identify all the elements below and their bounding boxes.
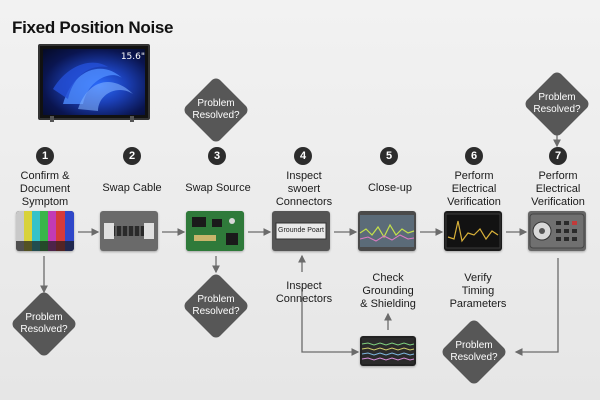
decision-problem-resolved-left: Problem Resolved?	[10, 290, 78, 358]
step-6-number: 6	[465, 147, 483, 165]
decision-problem-resolved-top-right: Problem Resolved?	[523, 70, 591, 138]
circuit-board-graphic	[186, 211, 244, 251]
oscilloscope-graphic	[445, 213, 501, 249]
step-5-image-waveform-closeup	[358, 211, 416, 251]
step-6-image-oscilloscope	[444, 211, 502, 251]
line-7-to-bottom-decision	[514, 258, 559, 356]
tv-leg-right	[130, 116, 134, 122]
step-2-image-cable	[100, 211, 158, 251]
decision-text: Problem Resolved?	[533, 92, 581, 115]
cable-graphic	[104, 223, 154, 239]
decision-problem-resolved-bottom-right: Problem Resolved?	[440, 318, 508, 386]
tv-display-image: 15.6"	[38, 44, 150, 120]
step-2-label: Swap Cable	[102, 182, 162, 194]
check-grounding-label: Check Grounding & Shielding	[360, 272, 416, 310]
step-3-number: 3	[208, 147, 226, 165]
decision-text: Problem Resolved?	[192, 294, 240, 317]
step-4-image-connector-panel: Grounde Poart	[272, 211, 330, 251]
step-7-label: Perform Electrical Verification	[531, 170, 585, 208]
tv-size-label: 15.6"	[120, 52, 145, 62]
step-5-number: 5	[380, 147, 398, 165]
step-3-image-circuit-board	[186, 211, 244, 251]
inspect-connectors-label: Inspect Connectors	[275, 280, 333, 305]
color-bars-graphic	[16, 211, 74, 251]
line-inspect-to-grounding	[301, 288, 360, 356]
step-1-number: 1	[36, 147, 54, 165]
step-7-number: 7	[549, 147, 567, 165]
tv-screen	[43, 49, 145, 115]
step-3-label: Swap Source	[185, 182, 251, 194]
verify-timing-label: Verify Timing Parameters	[449, 272, 507, 310]
step-1-image-color-bars	[16, 211, 74, 251]
step-2-number: 2	[123, 147, 141, 165]
test-instrument-graphic	[529, 213, 585, 249]
decision-problem-resolved-top-left: Problem Resolved?	[182, 76, 250, 144]
decision-problem-resolved-mid: Problem Resolved?	[182, 272, 250, 340]
decision-text: Problem Resolved?	[192, 98, 240, 121]
step-4-number: 4	[294, 147, 312, 165]
tv-wallpaper-swirl	[53, 62, 133, 111]
decision-text: Problem Resolved?	[450, 340, 498, 363]
step-6-label: Perform Electrical Verification	[447, 170, 501, 208]
connector-panel-graphic	[275, 222, 327, 240]
connector-panel-text: Grounde Poart	[278, 227, 324, 234]
step-4-label: Inspect swoert Connectors	[275, 170, 333, 208]
page-title: Fixed Position Noise	[12, 18, 174, 37]
tv-leg-left	[50, 116, 54, 122]
step-5-label: Close-up	[367, 182, 413, 194]
grounding-waveform-graphic	[361, 338, 415, 364]
grounding-waveform-image	[360, 336, 416, 366]
decision-text: Problem Resolved?	[20, 312, 68, 335]
step-7-image-test-instrument	[528, 211, 586, 251]
step-1-label: Confirm & Document Symptom	[19, 170, 71, 208]
waveform-closeup-graphic	[359, 215, 415, 247]
